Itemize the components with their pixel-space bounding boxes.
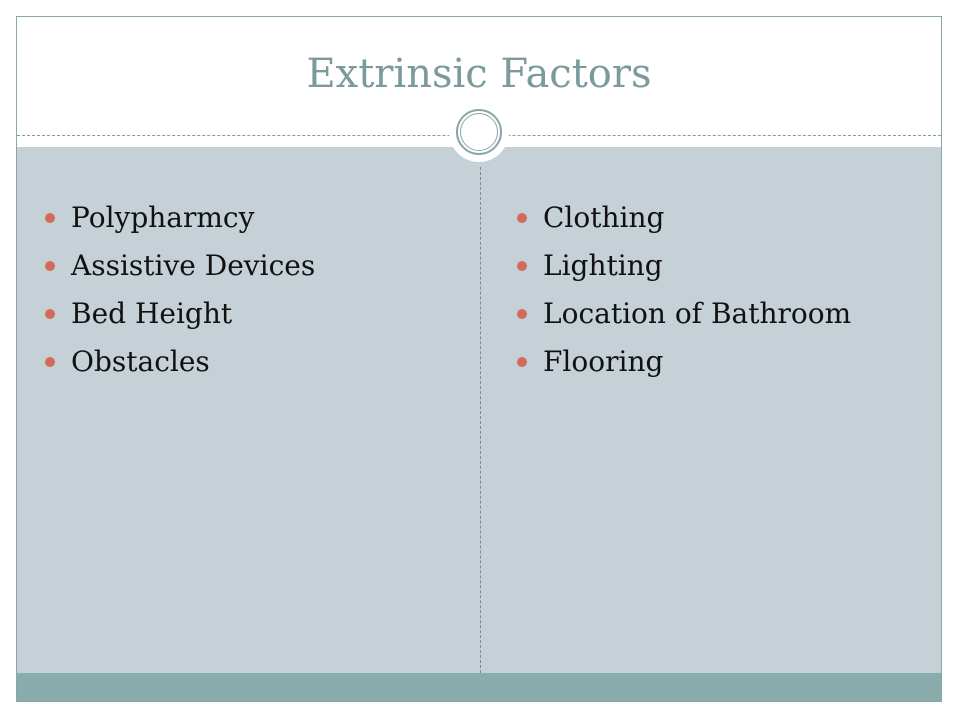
circle-bullet-icon	[517, 357, 527, 367]
list-item-text: Lighting	[543, 249, 663, 282]
footer-band	[17, 673, 941, 701]
circle-bullet-icon	[45, 261, 55, 271]
list-item: Location of Bathroom	[515, 297, 851, 345]
circle-bullet-icon	[45, 309, 55, 319]
circle-bullet-icon	[517, 261, 527, 271]
list-item-text: Polypharmcy	[71, 201, 255, 234]
list-item: Lighting	[515, 249, 851, 297]
list-item: Assistive Devices	[43, 249, 315, 297]
list-item-text: Flooring	[543, 345, 664, 378]
slide-title: Extrinsic Factors	[306, 51, 652, 97]
content-area	[17, 147, 941, 673]
circle-ornament-inner	[460, 113, 498, 151]
list-item-text: Assistive Devices	[71, 249, 316, 282]
list-item: Polypharmcy	[43, 201, 315, 249]
list-item: Flooring	[515, 345, 851, 393]
left-bullet-list: Polypharmcy Assistive Devices Bed Height…	[43, 201, 315, 393]
column-divider	[480, 167, 481, 673]
circle-bullet-icon	[45, 213, 55, 223]
list-item-text: Bed Height	[71, 297, 233, 330]
list-item: Bed Height	[43, 297, 315, 345]
slide: Extrinsic Factors Polypharmcy Assistive …	[16, 16, 942, 702]
circle-bullet-icon	[517, 213, 527, 223]
list-item-text: Location of Bathroom	[543, 297, 852, 330]
list-item: Clothing	[515, 201, 851, 249]
list-item-text: Clothing	[543, 201, 665, 234]
circle-bullet-icon	[45, 357, 55, 367]
list-item: Obstacles	[43, 345, 315, 393]
circle-bullet-icon	[517, 309, 527, 319]
list-item-text: Obstacles	[71, 345, 210, 378]
right-bullet-list: Clothing Lighting Location of Bathroom F…	[515, 201, 851, 393]
